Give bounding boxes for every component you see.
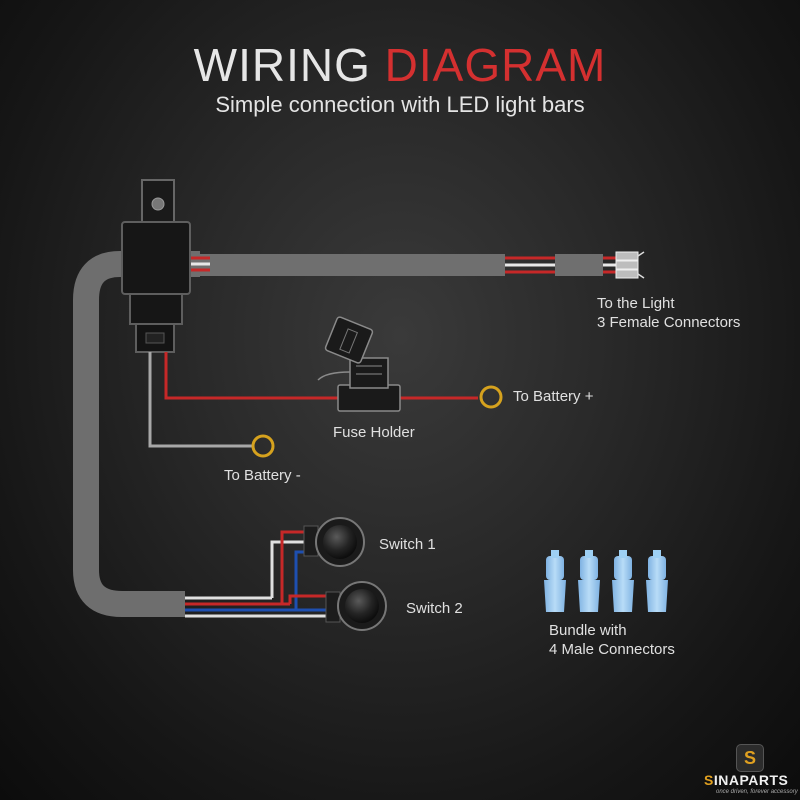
- logo-badge: S: [736, 744, 764, 772]
- light-output-wires: [505, 256, 616, 274]
- main-harness-sleeve: [73, 251, 603, 617]
- harness-to-light: [185, 254, 505, 276]
- battery-positive-ring-icon: [479, 385, 503, 409]
- page-title: WIRING DIAGRAM: [0, 38, 800, 92]
- title-word-diagram: DIAGRAM: [384, 39, 607, 91]
- ground-wire: [148, 352, 252, 448]
- page-subtitle: Simple connection with LED light bars: [215, 92, 585, 117]
- to-battery-negative-label: To Battery -: [224, 467, 301, 484]
- title-word-wiring: WIRING: [193, 39, 371, 91]
- fuse-holder-label: Fuse Holder: [333, 424, 415, 441]
- to-light-label-2: 3 Female Connectors: [597, 314, 741, 331]
- switch-2-label: Switch 2: [406, 600, 463, 617]
- bundle-label-1: Bundle with: [549, 622, 627, 639]
- to-battery-positive-label: To Battery +: [513, 388, 594, 405]
- switch-2-icon: [325, 581, 387, 631]
- logo-name: SINAPARTS: [704, 772, 789, 788]
- to-light-label-1: To the Light: [597, 295, 675, 312]
- switch-1-icon: [303, 517, 365, 567]
- logo-tagline: once driven, forever accessory: [716, 789, 798, 795]
- bundle-label-2: 4 Male Connectors: [549, 641, 675, 658]
- battery-negative-ring-icon: [251, 434, 275, 458]
- sinaparts-logo-icon: S SINAPARTS once driven, forever accesso…: [704, 744, 798, 796]
- switch-1-label: Switch 1: [379, 536, 436, 553]
- power-wire: [164, 352, 338, 400]
- fuse-holder-icon: [317, 316, 401, 412]
- female-connector-icon: [615, 251, 645, 279]
- relay-icon: [121, 179, 191, 353]
- male-connector-icon: [544, 550, 668, 612]
